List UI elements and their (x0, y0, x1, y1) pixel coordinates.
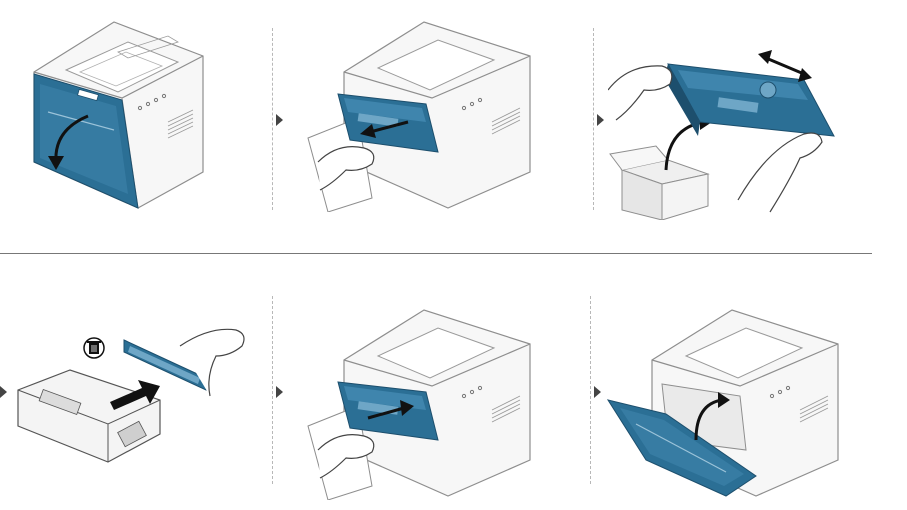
section-divider (0, 253, 872, 254)
step-3-shake-new-cartridge (608, 30, 848, 220)
step-divider (272, 28, 273, 210)
double-arrow-icon (758, 50, 812, 82)
step-divider (272, 296, 273, 484)
step-divider (593, 28, 594, 210)
step-arrow-icon (597, 114, 604, 126)
step-2-pull-out-old-cartridge (298, 12, 578, 212)
step-arrow-icon (276, 386, 283, 398)
trash-icon (83, 337, 105, 359)
step-arrow-icon (594, 386, 601, 398)
step-divider (590, 296, 591, 484)
step-arrow-icon (0, 386, 7, 398)
step-1-open-front-cover (18, 12, 218, 212)
step-6-close-front-cover (606, 300, 876, 500)
step-arrow-icon (276, 114, 283, 126)
step-5-insert-new-cartridge (298, 300, 578, 500)
step-4-remove-protective-cover (10, 316, 260, 476)
